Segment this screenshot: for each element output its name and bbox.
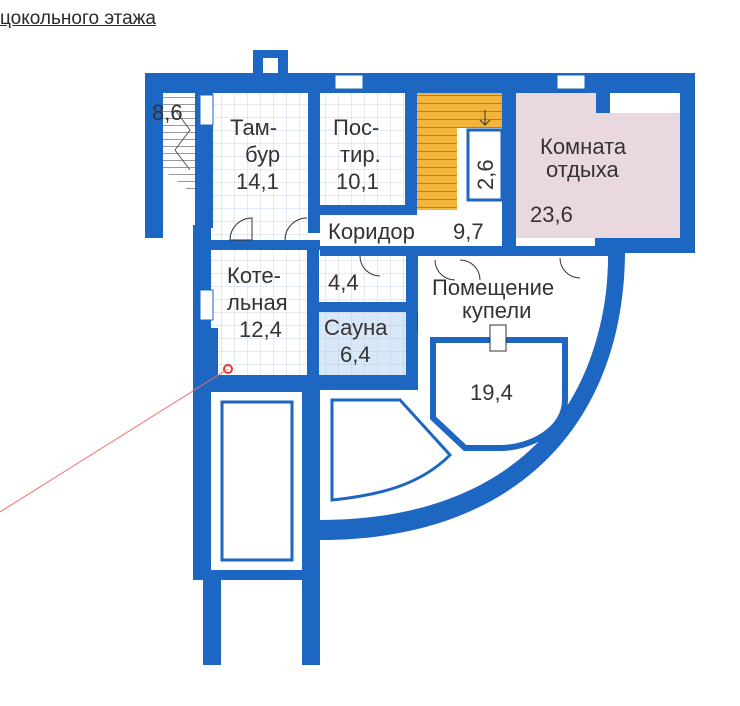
lounge-area: 23,6: [530, 202, 573, 227]
corridor-area: 9,7: [453, 219, 484, 244]
stair-area: 8,6: [152, 100, 183, 125]
laundry-area: 10,1: [336, 169, 379, 194]
pool-room-area: 19,4: [470, 380, 513, 405]
laundry-name-2: тир.: [340, 142, 381, 167]
sauna-area: 6,4: [340, 342, 371, 367]
washroom-floor: [319, 256, 406, 302]
pool: [430, 337, 568, 451]
boiler-floor: [211, 250, 307, 375]
stair-left: [163, 93, 213, 228]
vestibule-area: 14,1: [236, 169, 279, 194]
vestibule-name-2: бур: [245, 142, 280, 167]
boiler-name-1: Коте-: [227, 263, 281, 288]
laundry-name-1: Пос-: [333, 115, 379, 140]
closet-area: 2,6: [473, 159, 498, 190]
boiler-area: 12,4: [239, 317, 282, 342]
marker-dot: [223, 364, 233, 374]
lounge-name-2: отдыха: [546, 157, 620, 182]
corridor-floor: [320, 215, 502, 248]
sauna-floor: [319, 312, 406, 375]
page-title[interactable]: цокольного этажа: [0, 8, 156, 29]
stair-main-lower: [417, 128, 457, 210]
corridor-name: Коридор: [328, 219, 415, 244]
boiler-name-2: льная: [227, 290, 288, 315]
pool-room-name-1: Помещение: [432, 275, 554, 300]
pointer-line: [0, 368, 229, 513]
sauna-name: Сауна: [324, 315, 388, 340]
washroom-area: 4,4: [328, 270, 359, 295]
lounge-floor: [516, 93, 596, 238]
vestibule-name-1: Там-: [230, 115, 277, 140]
pool-room-name-2: купели: [462, 298, 531, 323]
lower-section: [193, 385, 460, 665]
lounge-name-1: Комната: [540, 134, 627, 159]
stair-main-upper: [417, 93, 502, 128]
vestibule-floor: [213, 93, 308, 243]
laundry-floor: [320, 93, 405, 213]
